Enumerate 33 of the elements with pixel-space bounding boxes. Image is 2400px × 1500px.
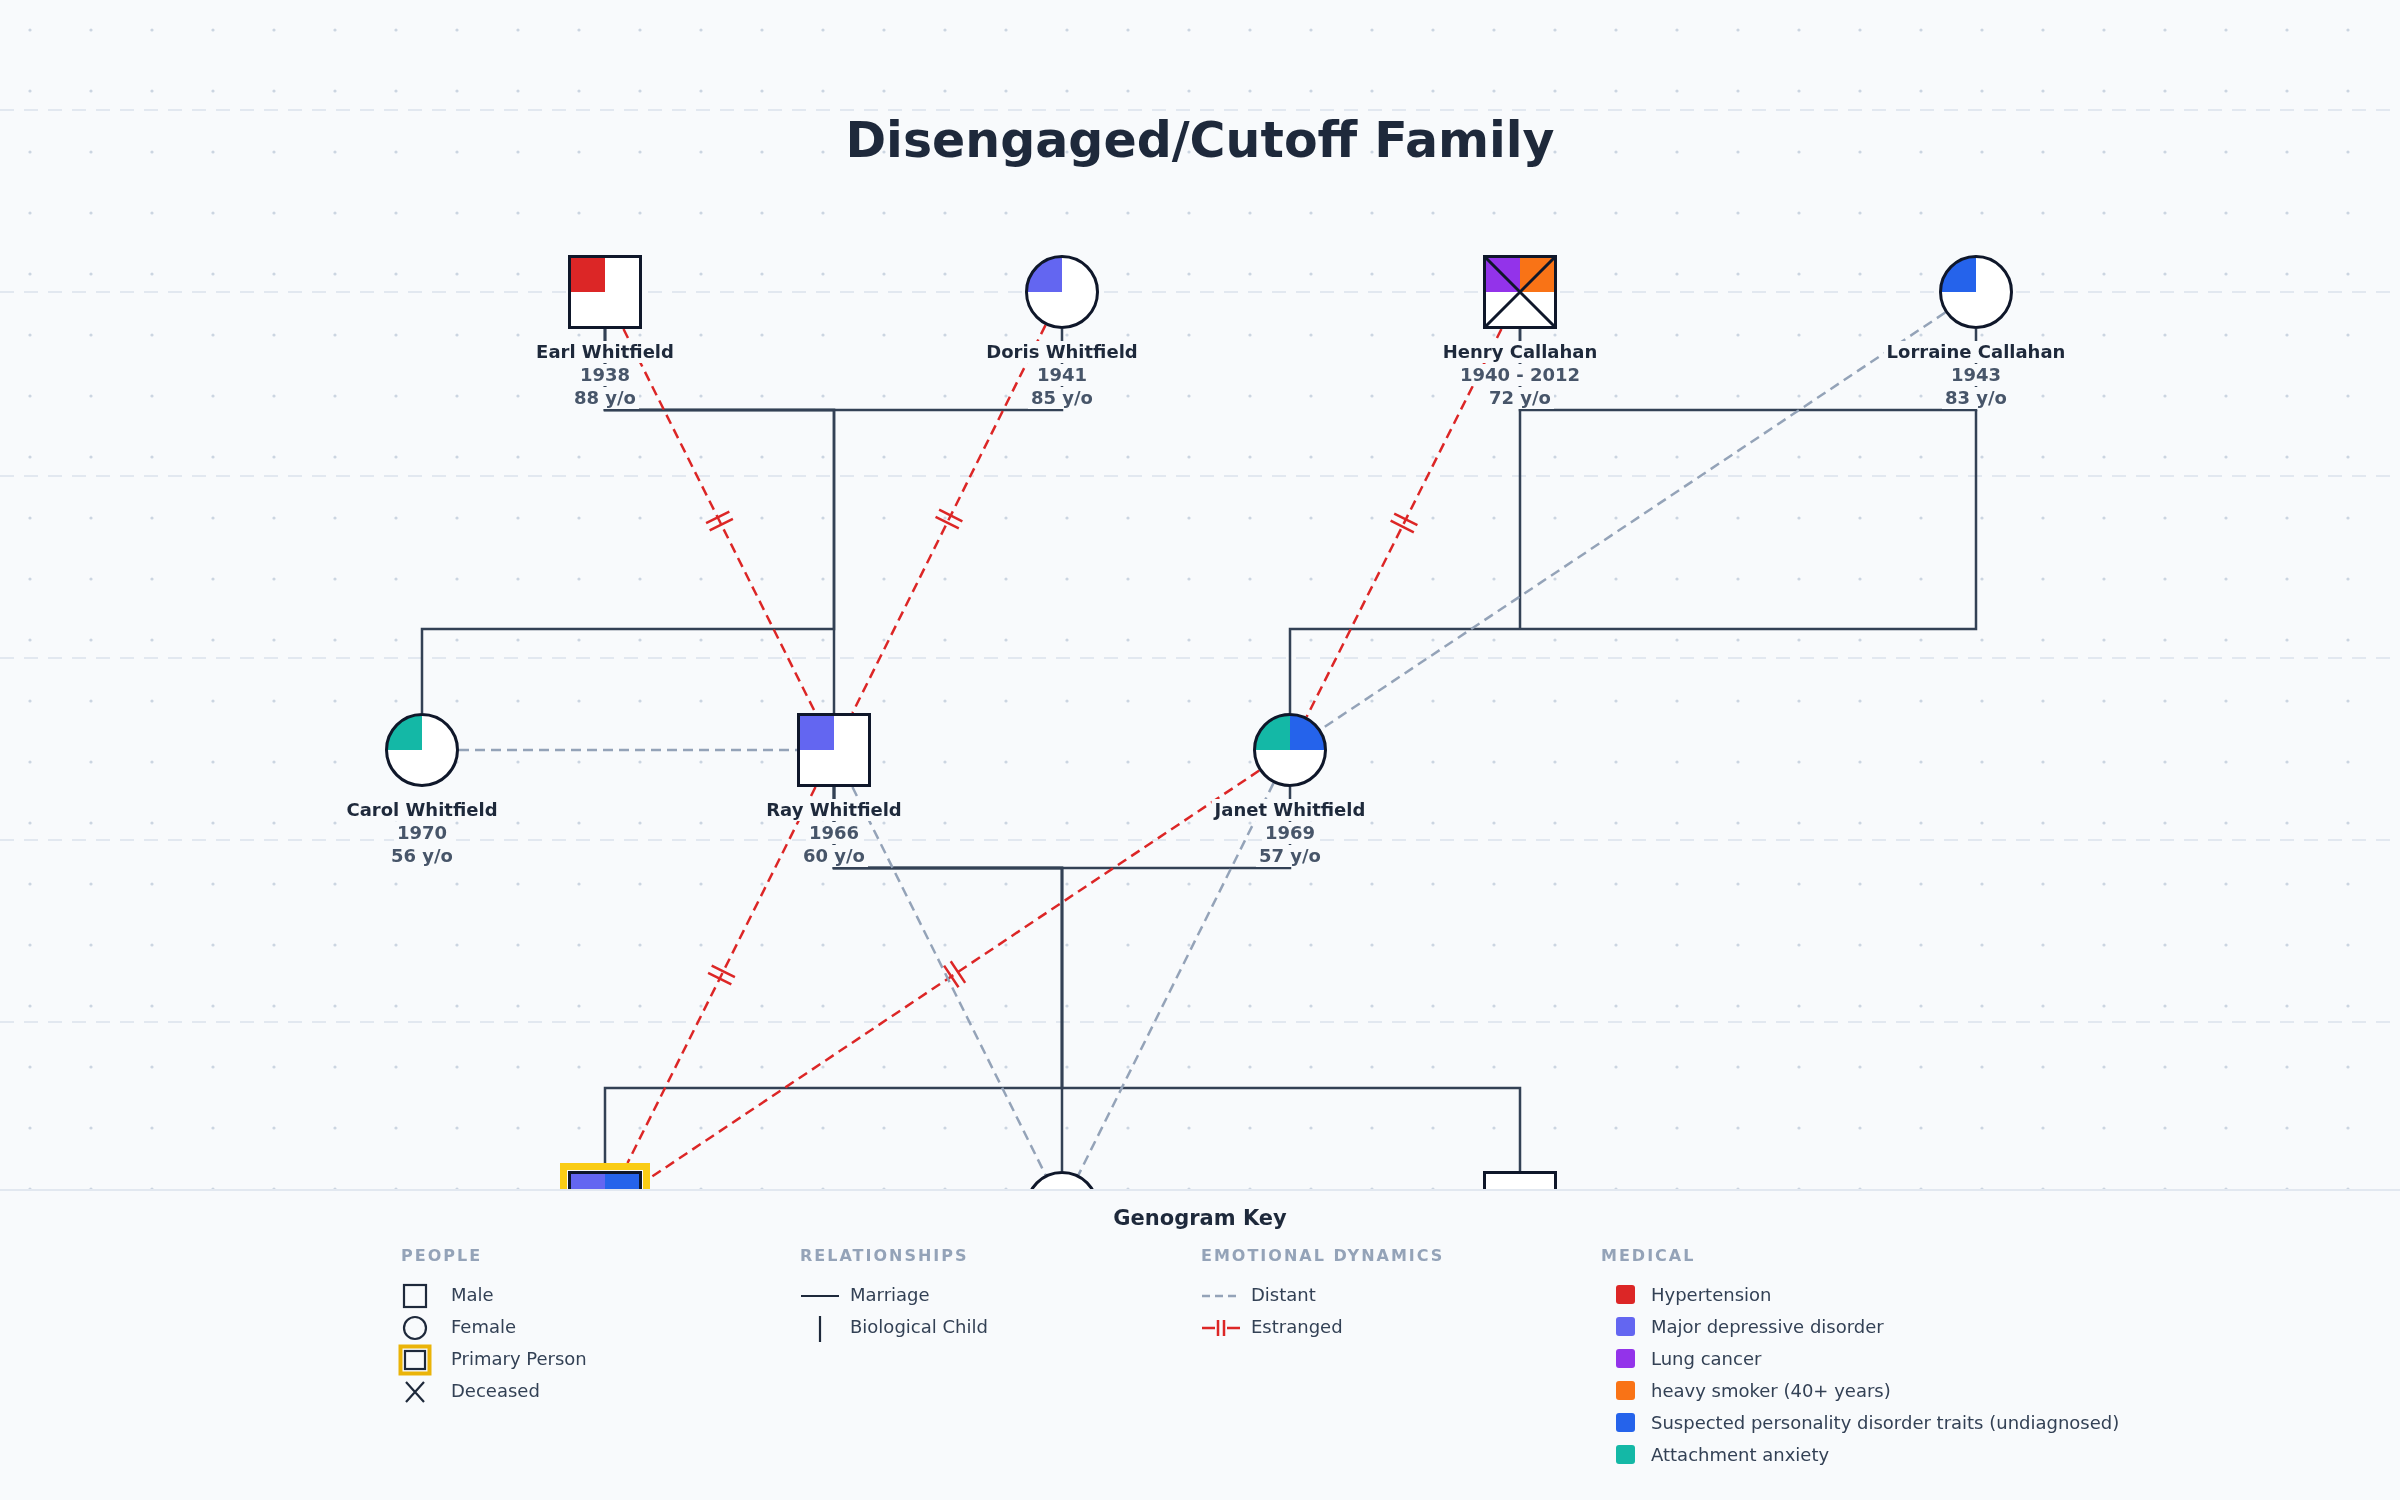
relationship-line: [603, 329, 836, 713]
estranged-line: [649, 769, 1260, 1179]
legend-label: Biological Child: [850, 1316, 988, 1337]
estranged-line: [626, 786, 817, 1164]
legend-label: Female: [451, 1316, 517, 1337]
legend-label: Attachment anxiety: [1651, 1444, 1830, 1465]
legend-label: Estranged: [1251, 1316, 1343, 1337]
age: 85 y/o: [1028, 387, 1096, 409]
legend-label: heavy smoker (40+ years): [1651, 1380, 1891, 1401]
legend-heading: MEDICAL: [1601, 1246, 1696, 1265]
legend-label: Male: [451, 1284, 494, 1305]
legend-label: Major depressive disorder: [1651, 1316, 1884, 1337]
legend-title: Genogram Key: [1113, 1206, 1287, 1230]
legend-heading: PEOPLE: [401, 1246, 483, 1265]
legend-label: Marriage: [850, 1284, 930, 1305]
legend-label: Lung cancer: [1651, 1348, 1762, 1369]
legend-heading: RELATIONSHIPS: [800, 1246, 969, 1265]
estranged-line: [851, 324, 1047, 714]
legend-label: Deceased: [451, 1380, 540, 1401]
estranged-line: [1305, 328, 1503, 718]
legend-label: Hypertension: [1651, 1284, 1772, 1305]
legend-label: Distant: [1251, 1284, 1316, 1305]
age: 83 y/o: [1942, 387, 2010, 409]
distant-line: [1077, 782, 1275, 1176]
legend-heading: EMOTIONAL DYNAMICS: [1201, 1246, 1445, 1265]
distant-line: [459, 748, 797, 752]
relationship-line: [1288, 327, 1978, 715]
legend-label: Suspected personality disorder traits (undiagnosed): [1651, 1412, 2120, 1433]
relationship-line: [832, 787, 1522, 1171]
distant-line: [851, 786, 1047, 1176]
age: 57 y/o: [1256, 845, 1324, 867]
legend-label: Primary Person: [451, 1348, 587, 1369]
diagram-title: Disengaged/Cutoff Family: [845, 112, 1555, 169]
